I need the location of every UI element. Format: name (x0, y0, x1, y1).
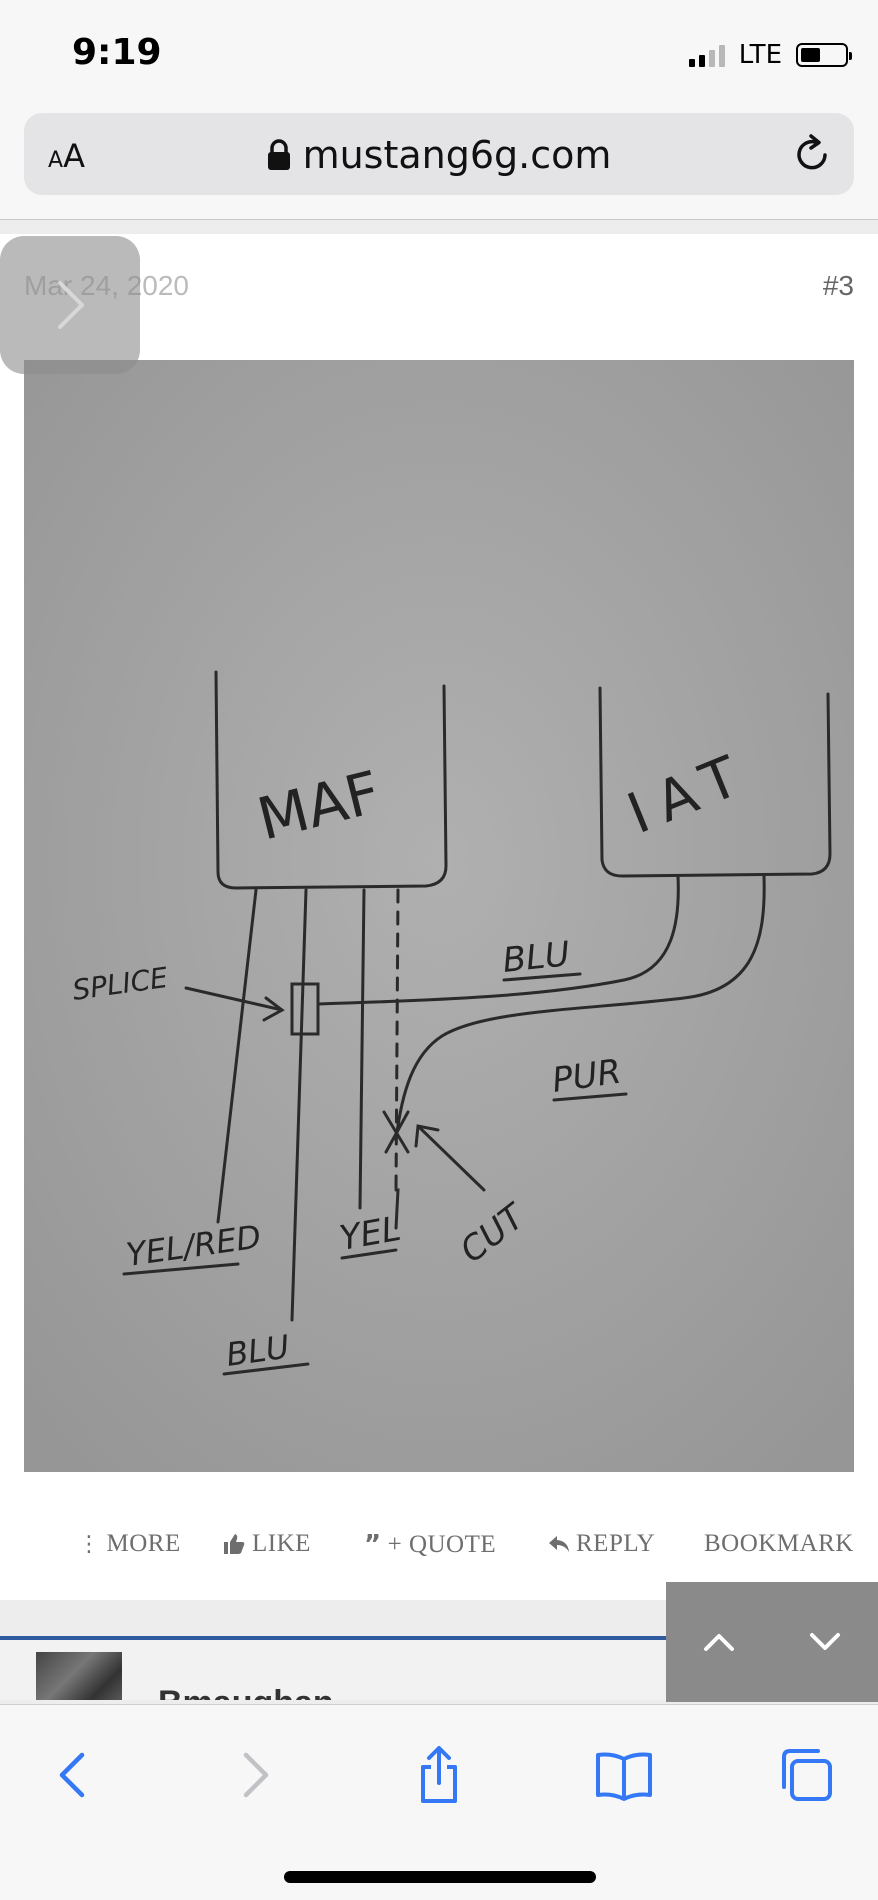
wire-yel-red (216, 888, 258, 1224)
label-pur: PUR (550, 1052, 624, 1101)
chevron-left-icon[interactable] (44, 1745, 104, 1805)
label-blu-lower: BLU (224, 1327, 292, 1373)
post-divider (0, 1636, 878, 1640)
chevron-right-icon[interactable] (224, 1745, 284, 1805)
share-icon[interactable] (409, 1745, 469, 1805)
label-blu-upper: BLU (501, 934, 572, 981)
reply-icon (549, 1536, 569, 1552)
address-bar[interactable]: AA mustang6g.com (24, 113, 854, 195)
scroll-nav (666, 1582, 878, 1702)
scroll-up-button[interactable] (666, 1582, 772, 1702)
battery-fill (801, 48, 820, 62)
next-post-username[interactable]: Bmaughan (158, 1684, 334, 1700)
scroll-down-button[interactable] (772, 1582, 878, 1702)
signal-icon (688, 43, 725, 67)
thumbs-up-icon (224, 1534, 245, 1554)
wire-cut-end (394, 1188, 400, 1230)
status-indicators: LTE (688, 40, 852, 70)
bookmark-button[interactable]: BOOKMARK (704, 1530, 854, 1557)
avatar[interactable] (36, 1652, 122, 1700)
post-image[interactable]: MAF IAT SPLICE BLU PUR CUT YEL/RED YEL B… (24, 360, 854, 1472)
more-button[interactable]: ⋮MORE (78, 1530, 181, 1557)
status-bar: 9:19 LTE (0, 0, 878, 108)
address-area: AA mustang6g.com (0, 108, 878, 220)
text-size-button[interactable]: AA (48, 137, 85, 175)
reply-button[interactable]: REPLY (548, 1530, 655, 1558)
wire-pur (394, 874, 766, 1142)
home-indicator (284, 1871, 596, 1883)
chevron-up-icon (704, 1634, 734, 1651)
iat-box-outline (598, 686, 832, 878)
post-card: Mar 24, 2020 #3 (0, 234, 878, 1600)
quote-icon: ” (364, 1530, 382, 1560)
url-text: mustang6g.com (302, 133, 612, 177)
chevron-right-icon (58, 281, 84, 329)
like-button[interactable]: LIKE (222, 1530, 311, 1558)
splice-box (290, 982, 320, 1036)
status-time: 9:19 (72, 32, 162, 73)
network-type: LTE (738, 40, 782, 70)
chevron-down-icon (810, 1633, 840, 1650)
wiring-diagram: MAF IAT SPLICE BLU PUR CUT YEL/RED YEL B… (24, 360, 854, 1472)
url-display[interactable]: mustang6g.com (24, 133, 854, 177)
more-icon: ⋮ (78, 1531, 101, 1557)
reload-icon[interactable] (792, 133, 834, 175)
quote-button[interactable]: ”+ QUOTE (364, 1530, 497, 1560)
wire-yel (358, 888, 366, 1210)
battery-icon (796, 43, 852, 67)
browser-toolbar (0, 1704, 878, 1900)
lock-icon (267, 139, 290, 170)
post-actions: ⋮MORE LIKE ”+ QUOTE REPLY BOOKMARK (0, 1530, 878, 1580)
splice-arrow (184, 986, 284, 1012)
post-number[interactable]: #3 (822, 270, 854, 301)
book-icon[interactable] (594, 1745, 654, 1805)
tabs-icon[interactable] (776, 1745, 836, 1805)
wire-blu-lower (290, 888, 308, 1322)
maf-box-outline (214, 670, 448, 890)
cut-arrow (418, 1126, 486, 1192)
cut-mark (382, 1110, 410, 1154)
swipe-back-overlay[interactable] (0, 236, 140, 374)
wire-blu-upper (316, 874, 680, 1006)
